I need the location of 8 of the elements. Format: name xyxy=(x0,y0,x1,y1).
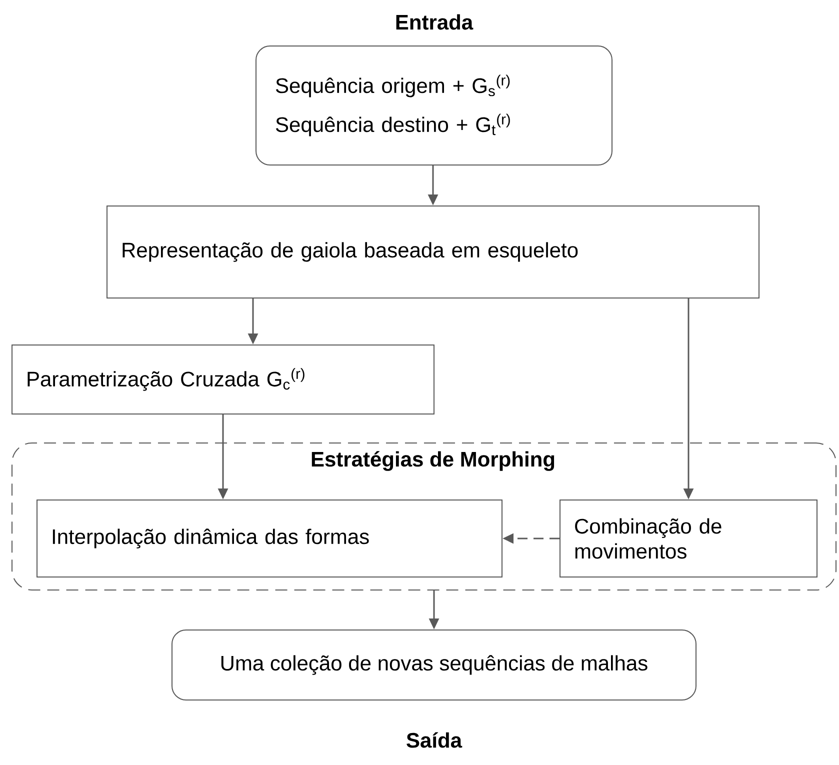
output-box: Uma coleção de novas sequências de malhas xyxy=(172,630,696,700)
process-box: Parametrização Cruzada G$_{c}$(r) xyxy=(12,344,434,414)
process-box: Representação de gaiola baseada em esqueleto xyxy=(106,206,760,298)
heading: Saída xyxy=(406,732,462,748)
process-box: Interpolação dinâmica das formas xyxy=(36,500,502,578)
process-box: Combinação de movimentos xyxy=(560,500,818,578)
input-box: Sequência origem + G$_{s}$(r) Sequência destino + G$_{t}$(r) xyxy=(256,46,612,166)
heading: Entrada xyxy=(396,14,474,30)
